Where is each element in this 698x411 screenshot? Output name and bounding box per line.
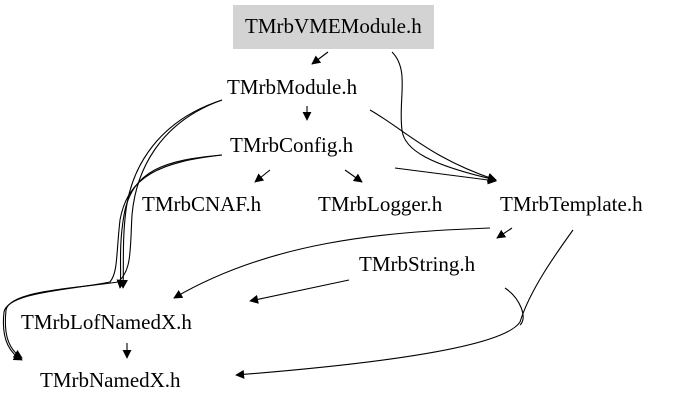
edge-template-to-string	[496, 227, 513, 239]
node-logger[interactable]: TMrbLogger.h	[318, 192, 443, 216]
edge-string-to-namedx	[504, 287, 524, 326]
node-cnaf[interactable]: TMrbCNAF.h	[142, 192, 262, 216]
edge-vme-to-template	[391, 51, 497, 183]
node-lof-named-x[interactable]: TMrbLofNamedX.h	[21, 310, 192, 334]
edge-config-to-logger	[344, 169, 363, 183]
edge-string-to-lofnamedx	[249, 279, 350, 304]
node-vme-module[interactable]: TMrbVMEModule.h	[233, 5, 434, 49]
node-config[interactable]: TMrbConfig.h	[230, 133, 354, 157]
node-named-x[interactable]: TMrbNamedX.h	[40, 368, 181, 392]
edge-vme-to-module	[311, 51, 329, 65]
edge-config-to-lofnamedx	[116, 154, 223, 289]
node-string[interactable]: TMrbString.h	[359, 252, 476, 276]
node-template[interactable]: TMrbTemplate.h	[500, 192, 643, 216]
edge-config-to-template	[394, 167, 497, 185]
edge-config-to-cnaf	[254, 169, 271, 183]
node-module[interactable]: TMrbModule.h	[227, 75, 358, 99]
edge-template-to-lofnamedx	[173, 227, 491, 299]
edge-module-to-template	[369, 109, 497, 182]
edge-template-to-namedx	[235, 229, 574, 379]
edge-config-to-namedx	[2, 154, 223, 361]
